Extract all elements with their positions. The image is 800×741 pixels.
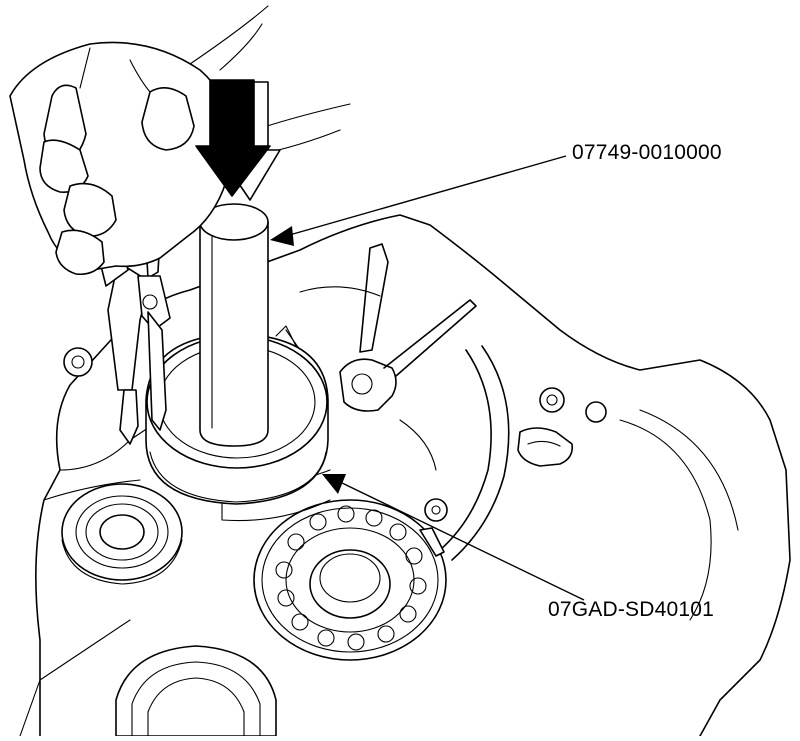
bearing-rollers [275,505,427,651]
roller-bearing [253,499,447,661]
leader-line-driver [270,155,567,246]
leader-line-attachment [322,474,585,601]
callout-attachment-part-number: 07GAD-SD40101 [548,598,715,621]
down-arrow-icon [195,79,281,201]
lower-left-bearing [19,619,277,737]
transmission-case [35,214,791,737]
callout-driver-part-number: 07749-0010000 [572,141,722,164]
technician-hand [9,5,351,276]
driver-handle [199,203,269,447]
left-bearing [61,483,183,585]
